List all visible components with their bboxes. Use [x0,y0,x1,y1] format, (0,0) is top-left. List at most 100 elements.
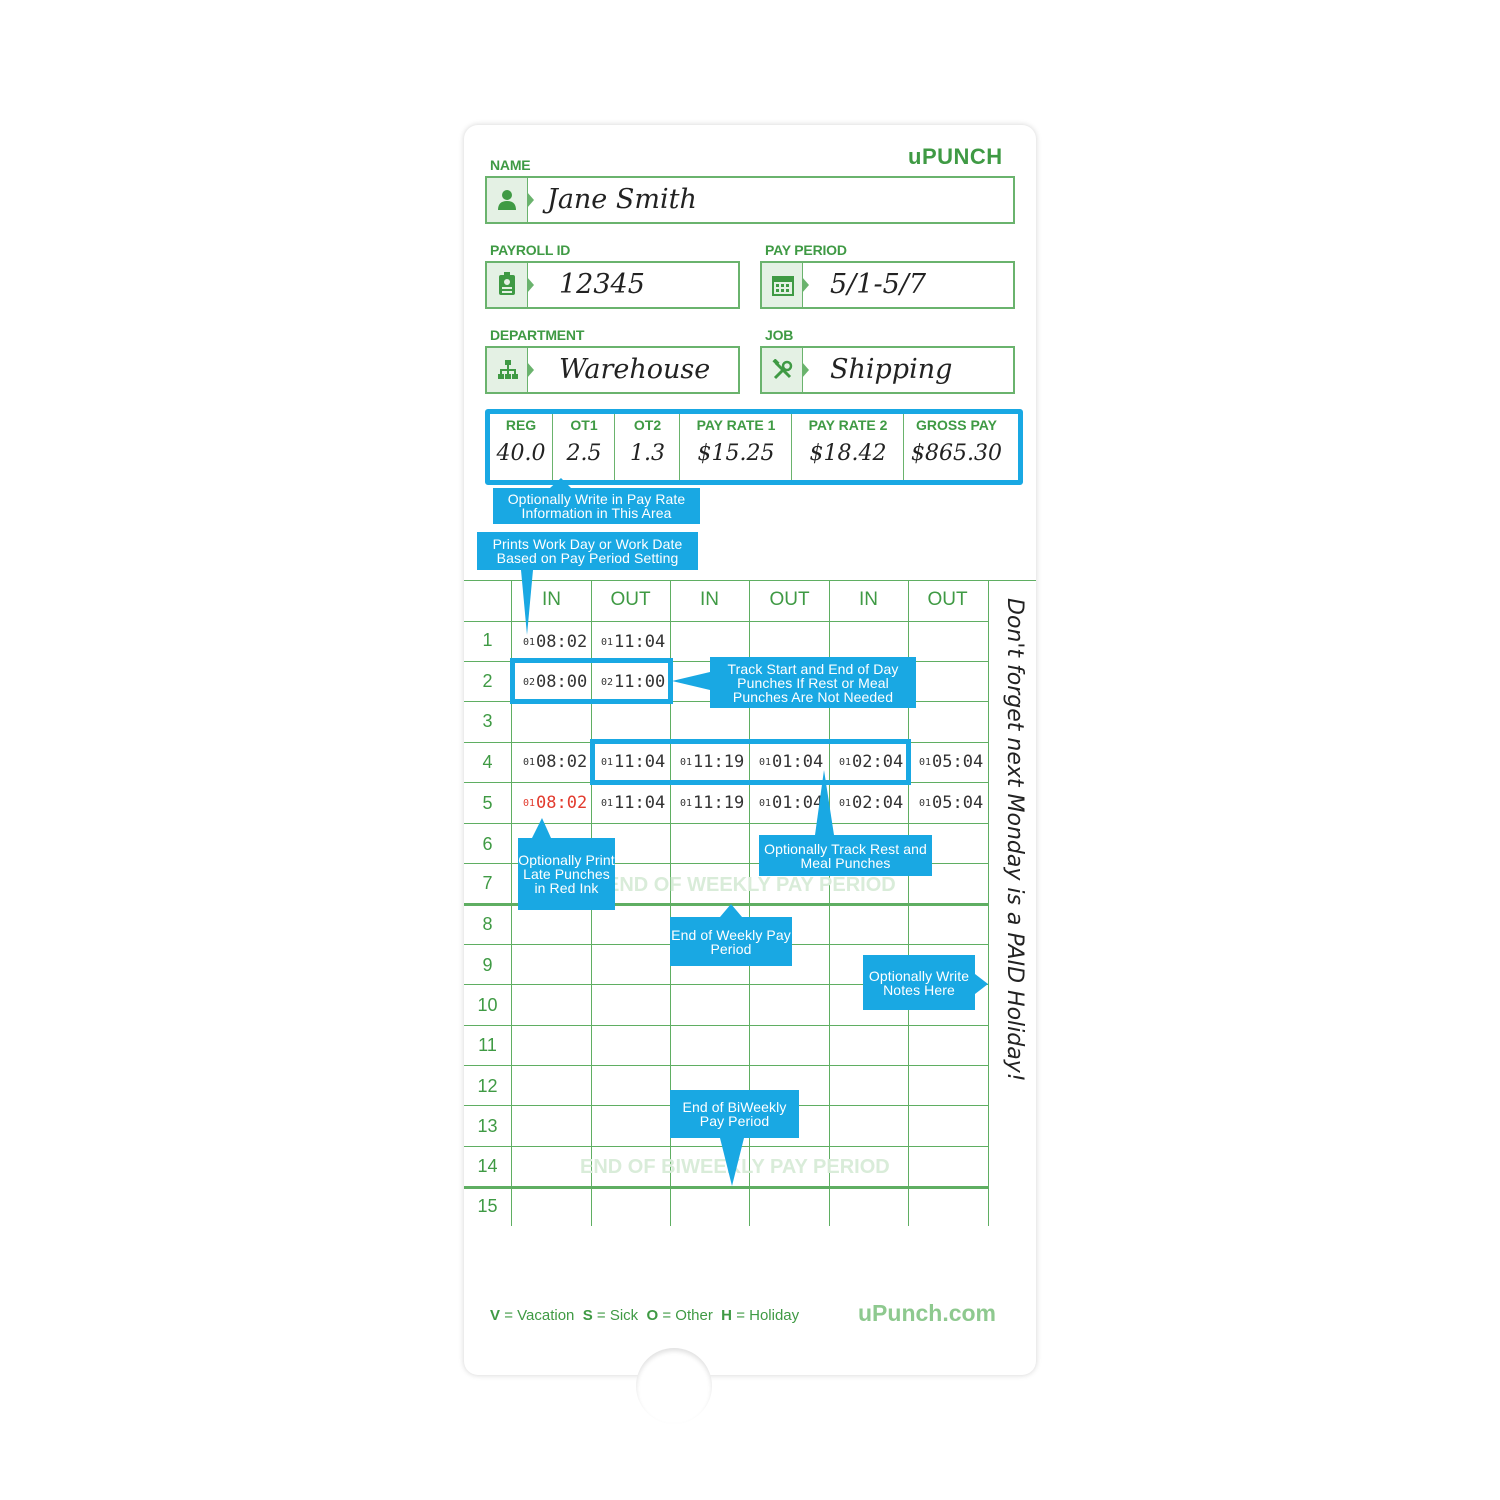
punch-stamp: 0108:02 [523,752,588,772]
pay-period-field[interactable]: 5/1-5/7 [760,261,1015,309]
grid-line [511,580,512,1226]
row-number: 2 [482,671,493,691]
punch-stamp: 0101:04 [759,752,824,772]
name-value: Jane Smith [547,184,697,215]
department-label: DEPARTMENT [490,327,585,343]
grid-line [670,580,671,1226]
pay-cell-gross[interactable]: GROSS PAY $865.30 [903,414,1009,480]
col-header-in: IN [700,589,719,610]
payroll-id-field[interactable]: 12345 [485,261,740,309]
col-header-out: OUT [610,589,651,610]
grid-line [464,1065,988,1066]
pay-cell-rate1[interactable]: PAY RATE 1 $15.25 [679,414,792,480]
punch-stamp: 0211:00 [601,672,666,692]
chevron-right-icon [527,192,534,208]
chevron-right-icon [802,362,809,378]
department-field[interactable]: Warehouse [485,346,740,394]
brand-logo: uPUNCH [908,144,1003,169]
pay-period-label: PAY PERIOD [765,242,847,258]
grid-line [464,863,988,864]
punch-stamp: 0105:04 [919,793,984,813]
name-field[interactable]: Jane Smith [485,176,1015,224]
grid-line [464,823,988,824]
legend-key: H [721,1307,733,1324]
row-number: 1 [482,630,493,650]
pay-cell-rate2[interactable]: PAY RATE 2 $18.42 [791,414,904,480]
punch-stamp: 0111:19 [680,793,745,813]
code-legend: V = Vacation S = Sick O = Other H = Holi… [490,1307,799,1324]
pay-cell-ot2[interactable]: OT2 1.3 [614,414,680,480]
grid-line [464,903,988,906]
website-link[interactable]: uPunch.com [858,1300,997,1326]
calendar-icon [762,263,803,307]
row-number: 9 [482,955,493,975]
punch-stamp: 0208:00 [523,672,588,692]
pay-value: 40.0 [496,441,546,466]
pay-value: 1.3 [630,441,665,466]
pay-header: PAY RATE 2 [808,417,888,433]
col-header-in: IN [859,589,878,610]
punch-stamp: 0111:19 [680,752,745,772]
col-header-out: OUT [927,589,968,610]
legend-key: O [646,1307,659,1324]
row-number: 7 [482,873,493,893]
col-header-out: OUT [769,589,810,610]
chevron-right-icon [527,277,534,293]
legend-text: = Sick [596,1307,639,1324]
time-card [464,125,1036,1375]
legend-text: = Holiday [736,1307,800,1324]
grid-line [749,580,750,1226]
callout-weekly: End of Weekly Pay Period [670,917,792,966]
punch-stamp: 0111:04 [601,752,666,772]
row-number: 10 [477,995,498,1015]
tools-icon [762,348,803,392]
row-number: 8 [482,914,493,934]
row-number: 13 [477,1116,498,1136]
row-number: 12 [477,1076,498,1096]
grid-line [988,580,989,1226]
pay-cell-reg[interactable]: REG 40.0 [490,414,552,480]
row-number: 15 [477,1196,498,1216]
pay-value: $18.42 [809,441,887,466]
rest-meal-highlight [590,739,911,785]
callout-notes: Optionally Write Notes Here [863,955,975,1010]
pay-value: $15.25 [697,441,775,466]
punch-stamp: 0108:02 [523,632,588,652]
callout-pay-rate: Optionally Write in Pay Rate Information… [493,488,700,524]
job-field[interactable]: Shipping [760,346,1015,394]
pay-cell-ot1[interactable]: OT1 2.5 [552,414,615,480]
row-number: 3 [482,711,493,731]
start-end-highlight [510,658,673,704]
punch-stamp: 0105:04 [919,752,984,772]
callout-work-day: Prints Work Day or Work Date Based on Pa… [477,532,698,570]
pay-period-value: 5/1-5/7 [830,269,927,300]
legend-text: = Vacation [504,1307,575,1324]
job-label: JOB [765,327,794,343]
punch-stamp: 0102:04 [839,793,904,813]
department-value: Warehouse [559,354,711,385]
id-badge-icon [487,263,528,307]
pay-header: PAY RATE 1 [696,417,776,433]
grid-line [464,580,1036,581]
card-notch [636,1348,712,1424]
pay-summary-row: REG 40.0 OT1 2.5 OT2 1.3 PAY RATE 1 $15.… [485,409,1023,485]
org-chart-icon [487,348,528,392]
grid-line [908,580,909,1226]
col-header-in: IN [542,589,561,610]
grid-line [464,1025,988,1026]
row-number: 5 [482,793,493,813]
pay-value: 2.5 [566,441,602,466]
pay-header: OT1 [570,417,598,433]
row-number: 11 [478,1035,497,1055]
row-number: 4 [482,752,493,772]
grid-line [464,621,988,622]
pay-header: GROSS PAY [916,417,997,433]
row-number: 14 [477,1156,498,1176]
grid-line [464,984,988,985]
punch-stamp: 0101:04 [759,793,824,813]
row-number: 6 [482,834,493,854]
grid-line [464,1186,988,1189]
chevron-right-icon [527,362,534,378]
pay-header: OT2 [633,417,662,433]
payroll-id-label: PAYROLL ID [490,242,571,258]
